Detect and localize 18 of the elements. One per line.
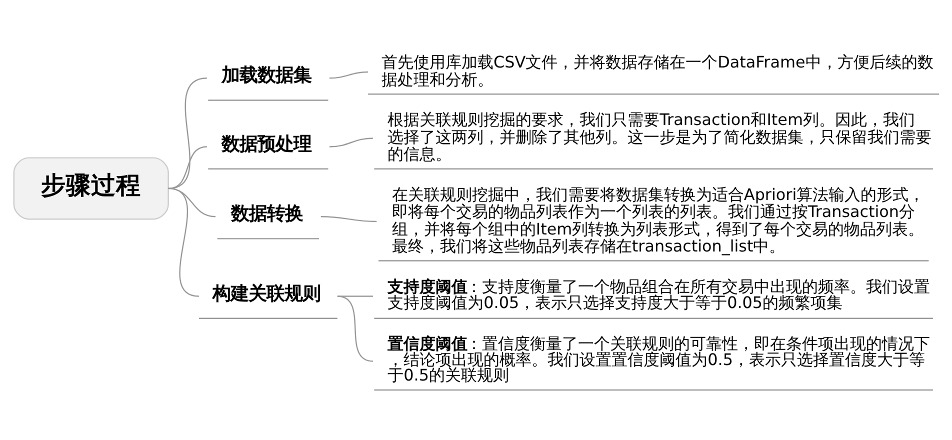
connector (168, 78, 207, 190)
connector (336, 296, 372, 297)
node-text: 支持度阈值：支持度衡量了一个物品组合在所有交易中出现的频率。我们设置支持度阈值为0.05，表示只选择支持度大于等于0.05的频繁项集 (387, 276, 930, 312)
node-text: 置信度阈值：置信度衡量了一个关联规则的可靠性，即在条件项出现的情况下，结论项出现的概率。我们设置置信度阈值为0.5，表示只选择置信度大于等于0.5的关联规则 (387, 334, 930, 385)
node-text: 加载数据集 (221, 65, 312, 86)
connector (336, 296, 373, 362)
connector (328, 138, 372, 148)
connector (328, 71, 368, 79)
node-text: 构建关联规则 (212, 283, 320, 304)
node-text: 根据关联规则挖掘的要求，我们只需要Transaction和Item列。因此，我们选择了这两列，并删除了其他列。这一步是为了简化数据集，只保留我们需要的信息。 (387, 110, 932, 164)
node-text: 首先使用库加载CSV文件，并将数据存储在一个DataFrame中，方便后续的数据处理和分析。 (381, 52, 933, 89)
node-text: 在关联规则挖掘中，我们需要将数据集转换为适合Apriori算法输入的形式，即将每个交易的物品列表作为一个列表的列表。我们通过按Transaction分组，并将每个组中的Item列转换为列表形式，得到了每个交易的物品列表。最终，我们将这些物品列表存储在transaction_list中。 (391, 184, 924, 256)
node-text: 数据预处理 (221, 134, 312, 155)
node-box: 步骤过程 (12, 157, 168, 220)
connector (320, 216, 376, 222)
connector (168, 188, 199, 297)
node-text: 数据转换 (230, 204, 302, 225)
connector (168, 146, 206, 190)
